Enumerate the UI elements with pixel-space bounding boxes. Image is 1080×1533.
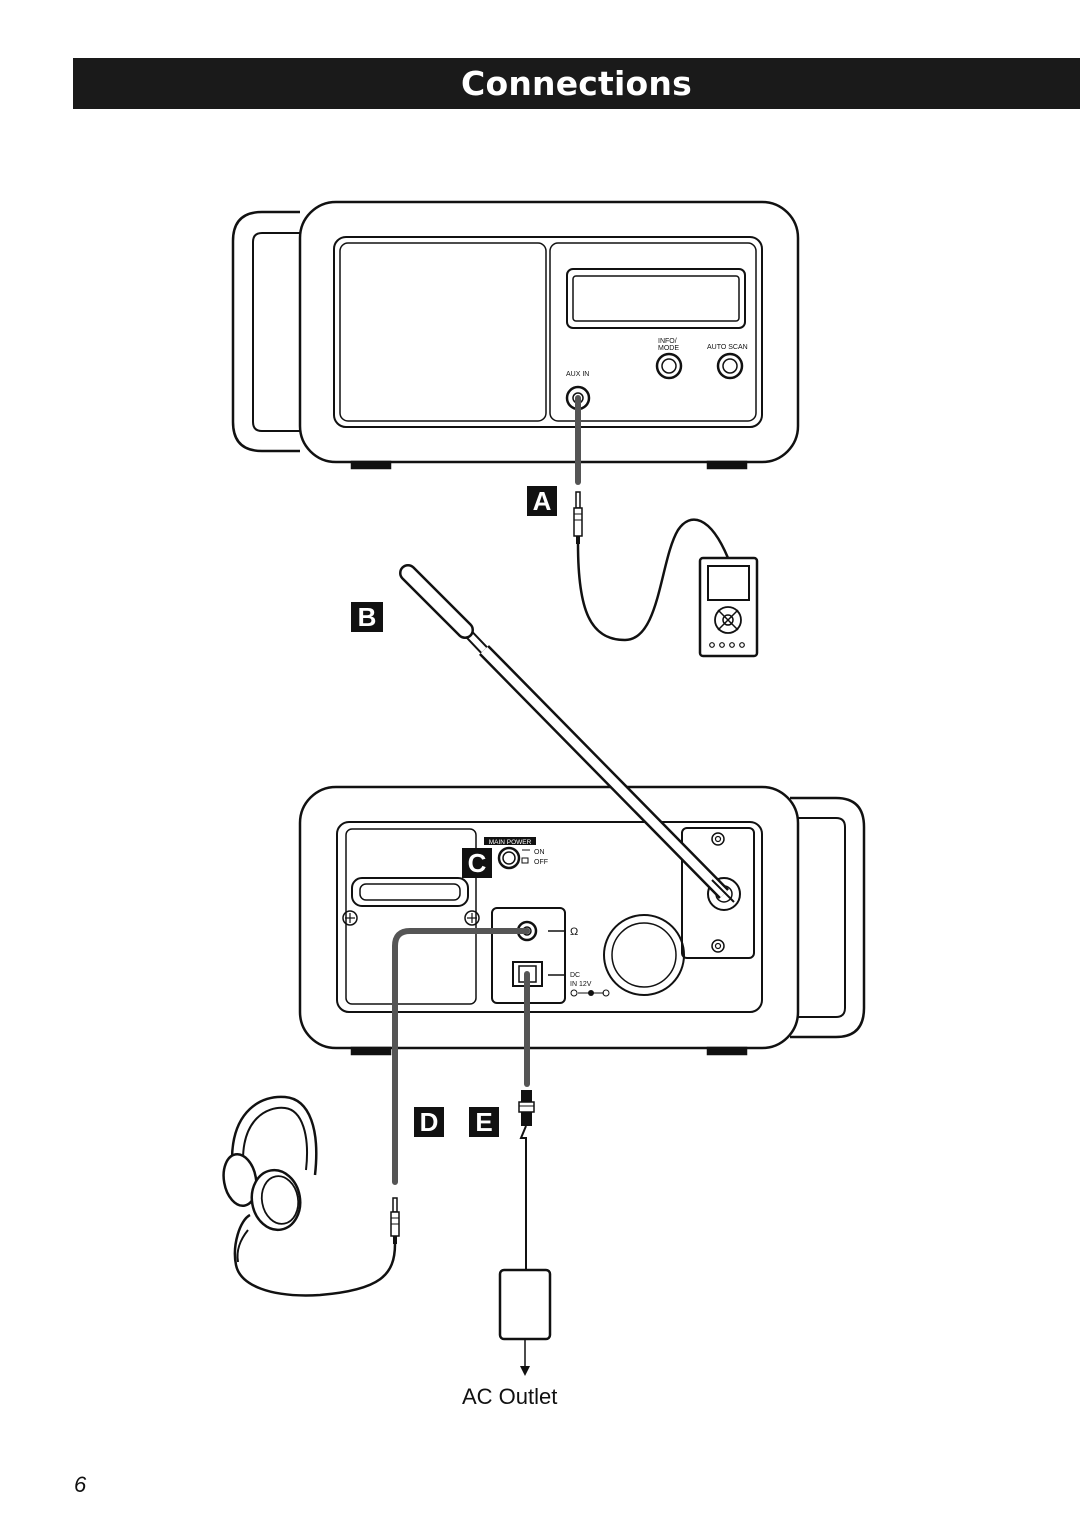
antenna-b: [399, 564, 735, 903]
callout-a: A: [527, 486, 557, 516]
callout-c: C: [462, 848, 492, 878]
rear-labels: MAIN POWER ON OFF Ω DC IN 12V: [484, 837, 610, 997]
cable-a: [573, 395, 730, 642]
svg-text:E: E: [475, 1107, 492, 1137]
aux-in-label: AUX IN: [566, 371, 589, 378]
portable-player-icon: [698, 556, 759, 658]
info-mode-label-2: MODE: [658, 345, 679, 352]
front-unit: [231, 200, 800, 470]
page-number: 6: [74, 1472, 87, 1497]
headphones-icon: [222, 1095, 318, 1263]
callout-d: D: [414, 1107, 444, 1137]
dc-label-1: DC: [570, 972, 580, 979]
callout-b: B: [351, 602, 383, 632]
auto-scan-label: AUTO SCAN: [707, 344, 748, 351]
off-label: OFF: [534, 859, 548, 866]
section-title-bar: Connections: [73, 58, 1080, 109]
cable-d: [233, 928, 530, 1297]
svg-text:C: C: [468, 848, 487, 878]
main-power-label: MAIN POWER: [489, 839, 532, 846]
svg-text:D: D: [420, 1107, 439, 1137]
headphone-symbol: Ω: [570, 926, 578, 938]
page-title: Connections: [461, 64, 692, 103]
ac-outlet-label: AC Outlet: [462, 1384, 558, 1409]
ac-adapter-icon: [498, 1268, 552, 1376]
svg-text:A: A: [533, 486, 552, 516]
rear-unit: [298, 785, 866, 1056]
dc-label-2: IN 12V: [570, 981, 592, 988]
callout-e: E: [469, 1107, 499, 1137]
on-label: ON: [534, 849, 545, 856]
front-labels: AUX IN INFO/ MODE AUTO SCAN: [566, 338, 748, 378]
cable-e: [518, 971, 535, 1270]
info-mode-label-1: INFO/: [658, 338, 677, 345]
svg-text:B: B: [358, 602, 377, 632]
